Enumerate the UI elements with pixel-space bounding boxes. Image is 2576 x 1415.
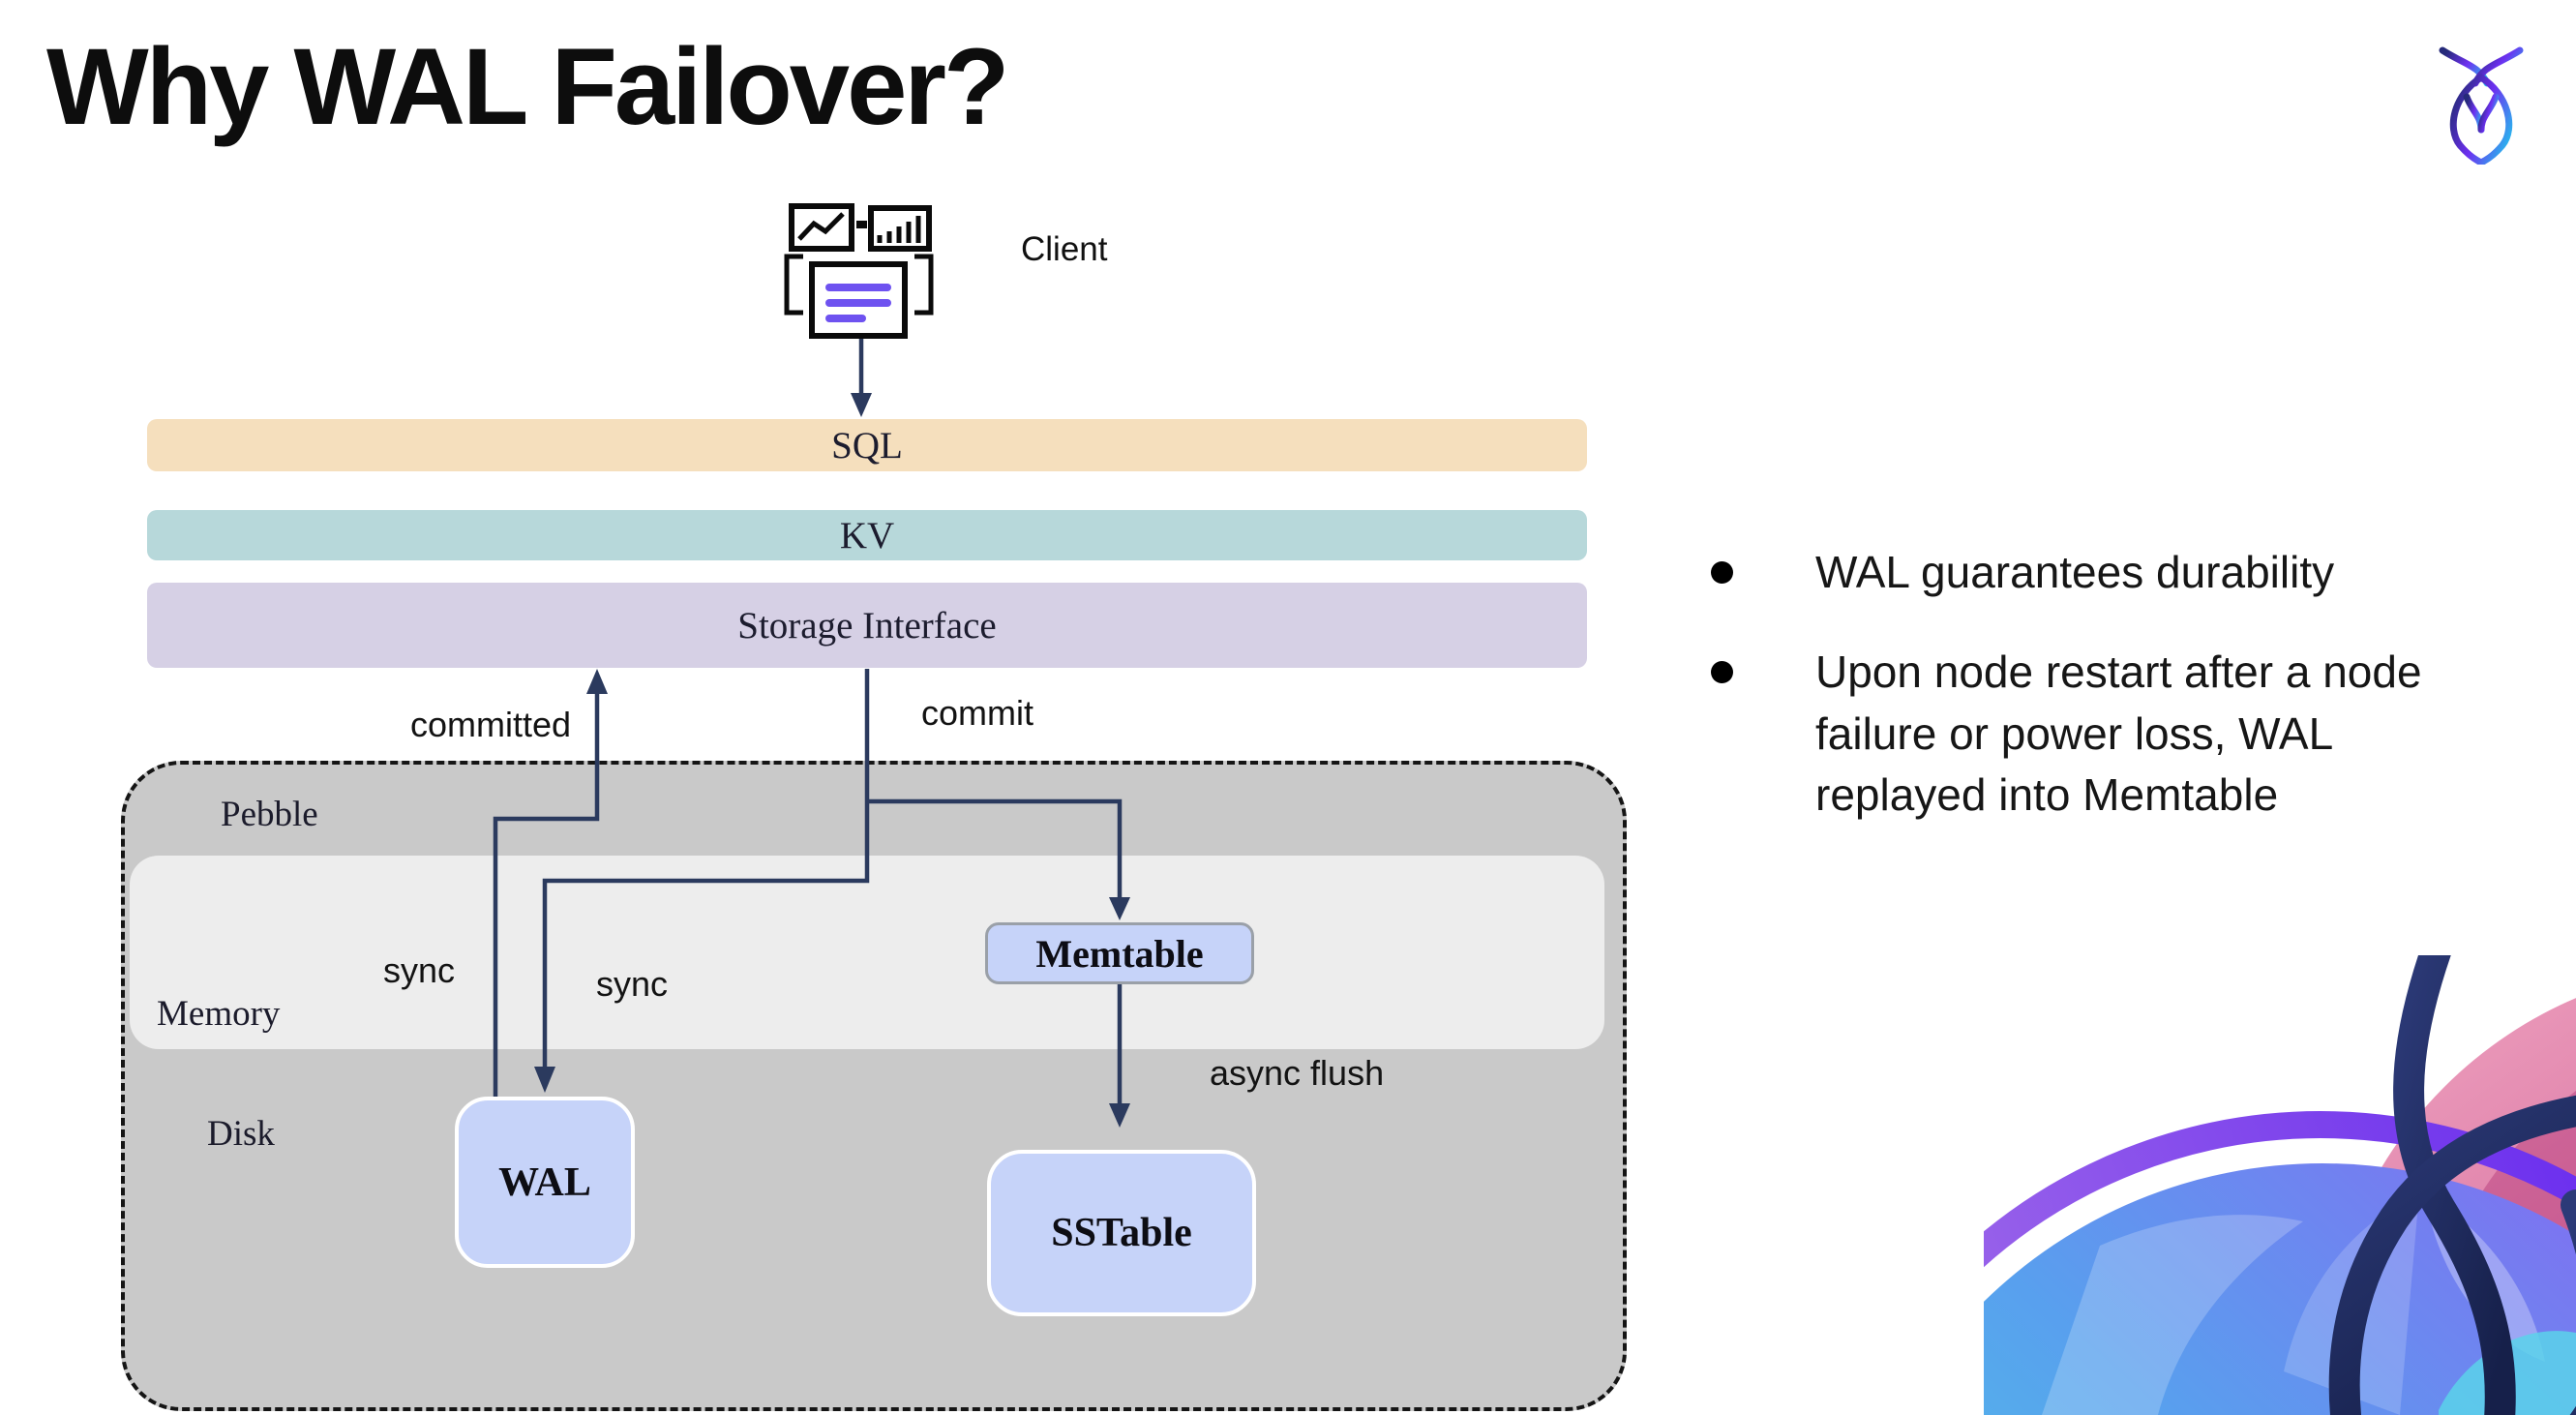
memory-band xyxy=(130,856,1604,1049)
bullet-list: WAL guarantees durability Upon node rest… xyxy=(1711,542,2466,827)
brand-hero-art xyxy=(1984,955,2576,1415)
bullet-dot xyxy=(1711,542,1815,603)
pebble-label: Pebble xyxy=(221,795,318,834)
cockroachdb-logo-icon xyxy=(2439,46,2524,165)
async-flush-label: async flush xyxy=(1210,1053,1385,1093)
wal-label: WAL xyxy=(498,1159,591,1205)
memtable-label: Memtable xyxy=(1035,931,1204,976)
layer-kv-label: KV xyxy=(839,514,895,557)
memtable-node: Memtable xyxy=(985,922,1254,984)
sstable-label: SSTable xyxy=(1051,1211,1192,1255)
memory-label: Memory xyxy=(157,994,281,1034)
client-devices-icon xyxy=(784,203,934,339)
bullet-text: Upon node restart after a node failure o… xyxy=(1815,647,2422,821)
client-label: Client xyxy=(1021,230,1108,268)
layer-storage-label: Storage Interface xyxy=(737,604,997,647)
layer-sql: SQL xyxy=(147,419,1587,471)
list-item: WAL guarantees durability xyxy=(1711,542,2466,603)
layer-sql-label: SQL xyxy=(831,424,903,467)
bullet-dot xyxy=(1711,642,1815,826)
commit-label: commit xyxy=(921,693,1033,733)
committed-label: committed xyxy=(410,705,572,744)
bullet-text: WAL guarantees durability xyxy=(1815,547,2335,597)
page-title: Why WAL Failover? xyxy=(46,26,1009,147)
sync-right-label: sync xyxy=(596,964,669,1004)
wal-node: WAL xyxy=(455,1097,635,1268)
layer-kv: KV xyxy=(147,510,1587,560)
layer-storage-interface: Storage Interface xyxy=(147,583,1587,668)
list-item: Upon node restart after a node failure o… xyxy=(1711,642,2466,826)
sstable-node: SSTable xyxy=(987,1150,1256,1316)
disk-label: Disk xyxy=(207,1114,275,1154)
sync-left-label: sync xyxy=(383,950,456,990)
